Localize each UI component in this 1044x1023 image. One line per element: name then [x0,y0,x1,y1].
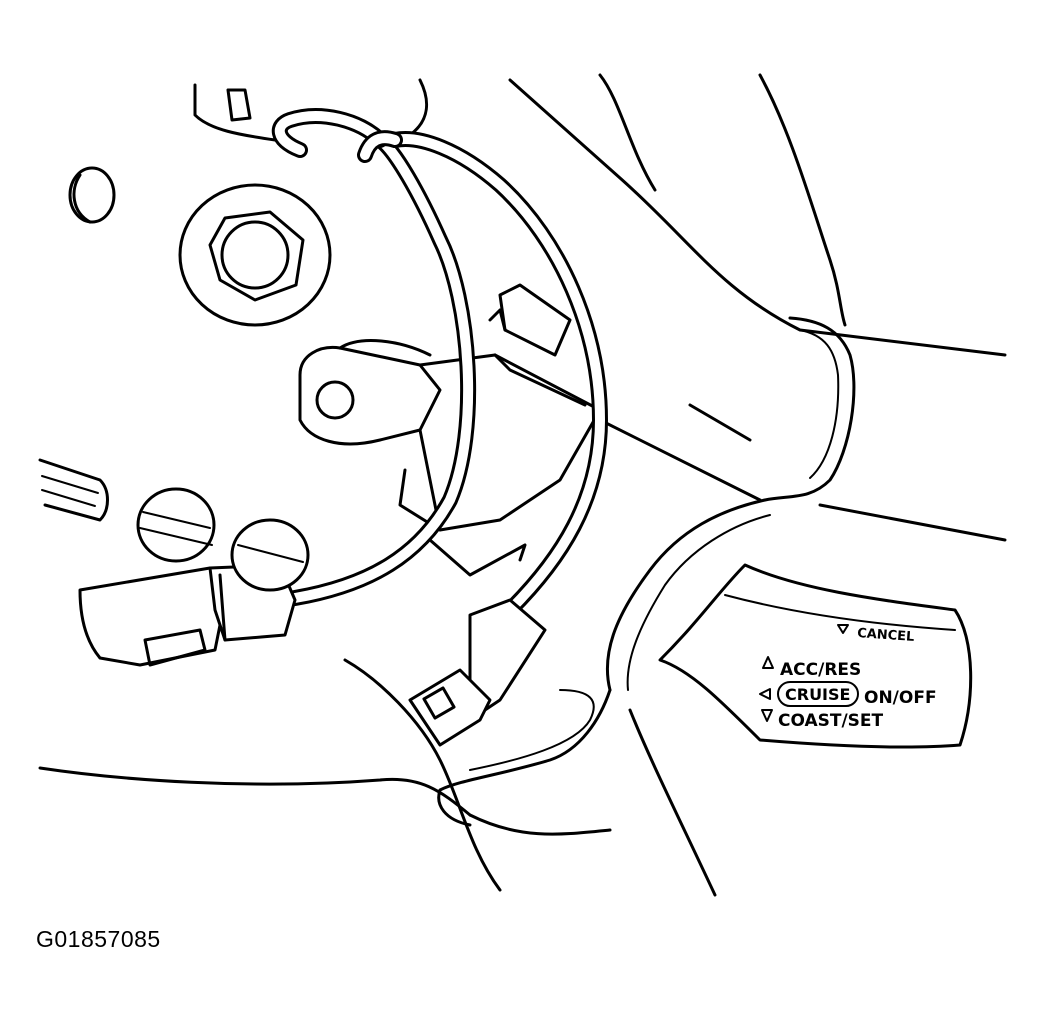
column-shroud [38,73,1007,897]
cruise-switch-stalk [658,563,973,749]
column-collar [437,316,856,827]
left-bolt-heads [38,458,310,592]
upper-bracket [193,78,429,142]
coast-set-label: COAST/SET [778,711,884,731]
on-off-label: ON/OFF [864,688,937,708]
bolt-boss [178,183,332,327]
cancel-label: CANCEL [857,626,915,645]
acc-res-label: ACC/RES [780,660,861,680]
figure-id: G01857085 [36,926,161,952]
mount-hole [68,166,116,224]
lower-connector [408,598,547,747]
switch-label-acc-res: ACC/RES [762,656,861,680]
switch-label-coast-set: COAST/SET [761,709,884,731]
wiring-harness [271,108,609,618]
upper-connector [488,283,572,357]
switch-label-cancel: CANCEL [837,624,915,645]
cruise-label: CRUISE [785,685,850,704]
switch-label-cruise: CRUISE ON/OFF [759,681,937,708]
lever-arm [298,339,442,446]
